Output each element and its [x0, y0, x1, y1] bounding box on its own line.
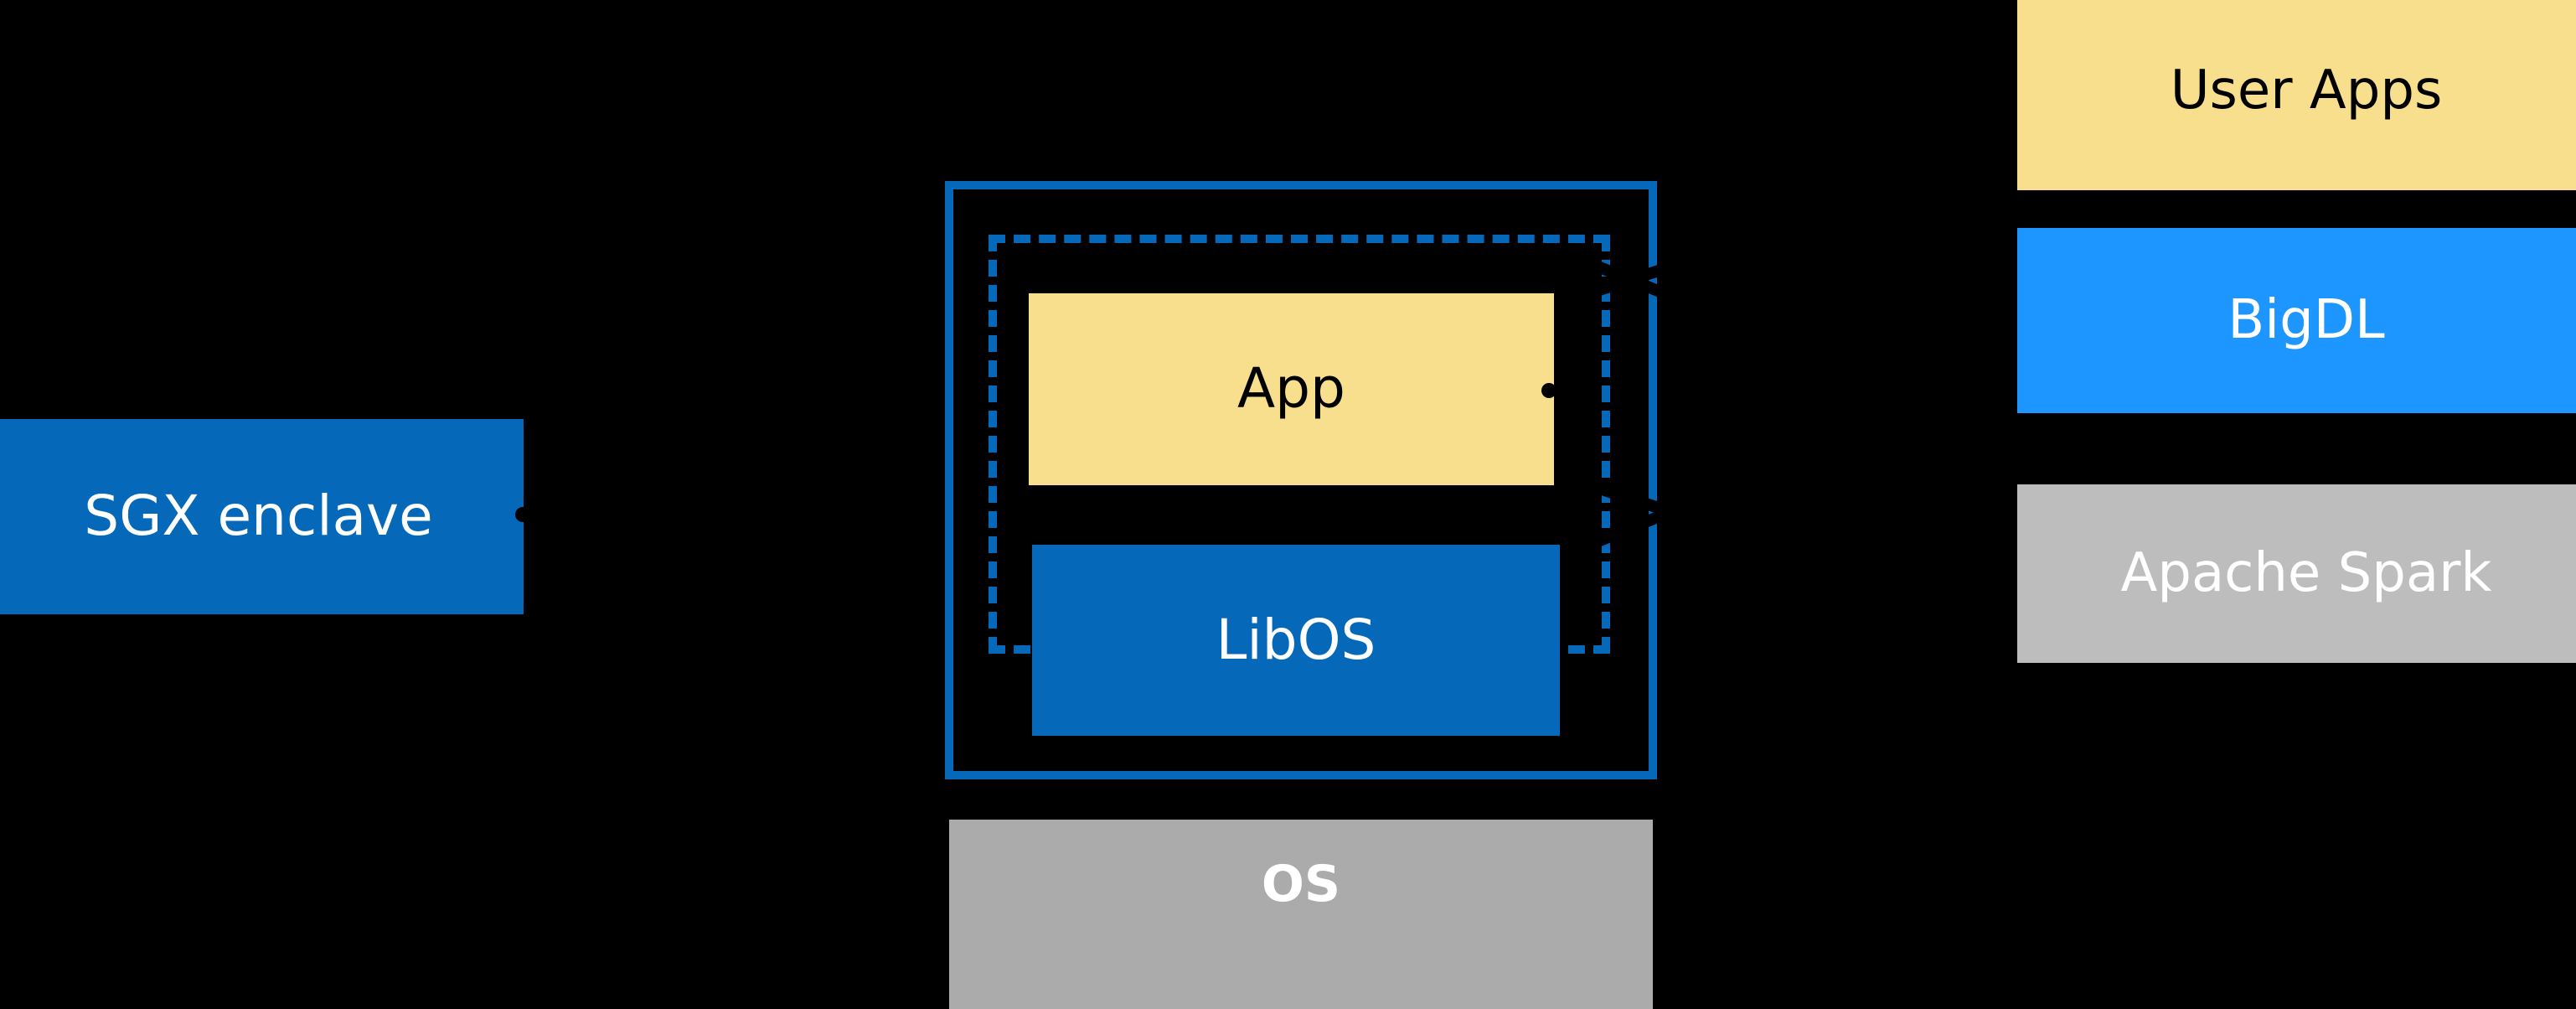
user-apps-label: User Apps — [2170, 60, 2443, 122]
sgx-enclave-label: SGX enclave — [84, 484, 433, 549]
app-label: App — [1237, 356, 1345, 422]
sgx-enclave-connector-arrowhead-icon — [515, 507, 530, 522]
enclave-outline-solid — [945, 181, 1657, 779]
os-label: OS — [1261, 855, 1341, 913]
apache-spark-label: Apache Spark — [2120, 542, 2492, 605]
apache-spark-box[interactable]: Apache Spark — [2017, 484, 2576, 663]
libos-box[interactable]: LibOS — [1032, 545, 1560, 736]
sgx-enclave-box[interactable]: SGX enclave — [0, 419, 524, 614]
bigdl-box[interactable]: BigDL — [2017, 228, 2576, 413]
os-box[interactable]: OS — [949, 820, 1653, 1009]
libos-label: LibOS — [1216, 607, 1376, 672]
app-box[interactable]: App — [1029, 293, 1554, 485]
user-apps-box[interactable]: User Apps — [2017, 0, 2576, 190]
app-connector-arrowhead-icon — [1541, 383, 1556, 398]
bigdl-label: BigDL — [2228, 289, 2385, 352]
